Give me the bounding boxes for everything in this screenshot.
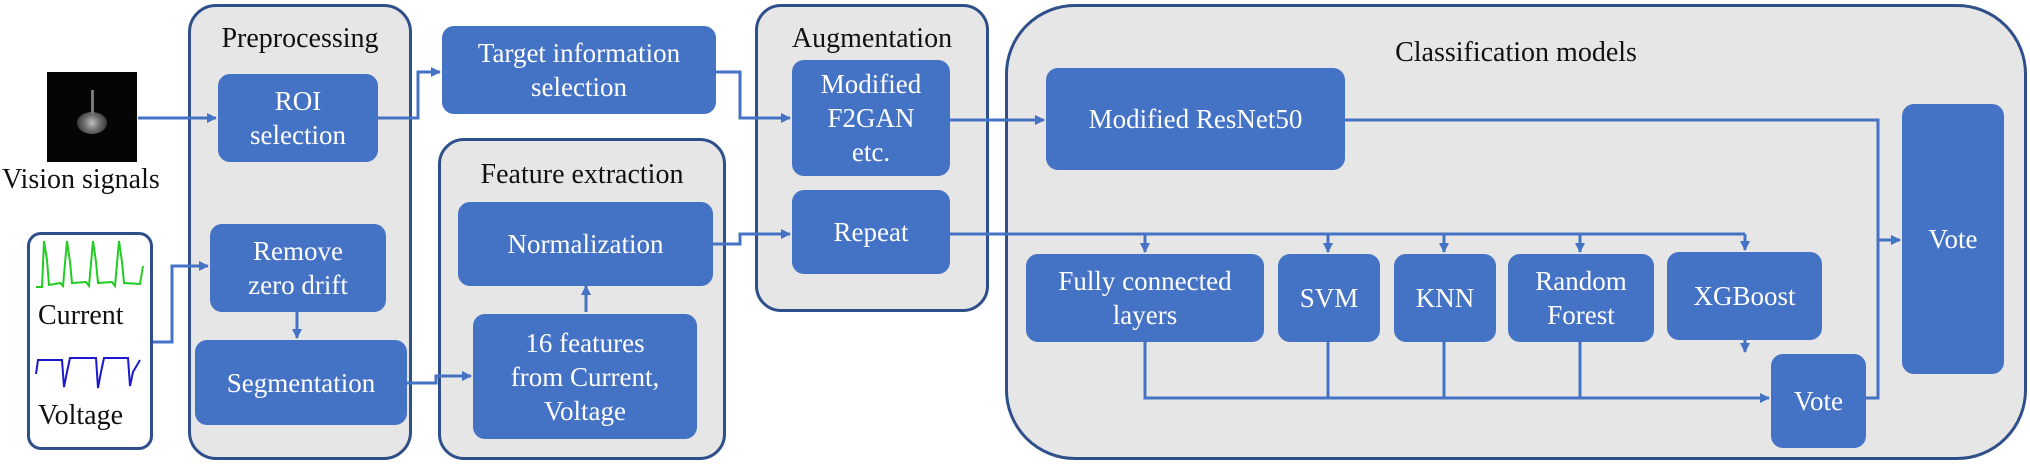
vision-signals-label: Vision signals — [2, 164, 160, 195]
modified-resnet50-box: Modified ResNet50 — [1046, 68, 1345, 170]
final-vote-box: Vote — [1902, 104, 2004, 374]
repeat-box: Repeat — [792, 190, 950, 274]
svm-box: SVM — [1278, 254, 1380, 342]
knn-box: KNN — [1394, 254, 1496, 342]
current-waveform — [36, 240, 144, 289]
voltage-waveform — [35, 357, 141, 389]
modified-f2gan-box: Modified F2GAN etc. — [792, 60, 950, 176]
voltage-label: Voltage — [38, 400, 124, 431]
preprocessing-title: Preprocessing — [221, 23, 379, 54]
xgboost-box: XGBoost — [1667, 252, 1822, 340]
random-forest-box: Random Forest — [1508, 254, 1654, 342]
feature-extraction-title: Feature extraction — [480, 159, 684, 190]
remove-zero-drift-box: Remove zero drift — [210, 224, 386, 312]
classification-title: Classification models — [1395, 37, 1637, 68]
target-information-selection-box: Target information selection — [442, 26, 716, 114]
vision-signal-image — [47, 72, 137, 162]
normalization-box: Normalization — [458, 202, 713, 286]
fully-connected-layers-box: Fully connected layers — [1026, 254, 1264, 342]
inner-vote-box: Vote — [1771, 354, 1866, 448]
sixteen-features-box: 16 features from Current, Voltage — [473, 314, 697, 439]
segmentation-box: Segmentation — [195, 340, 407, 425]
roi-selection-box: ROI selection — [218, 74, 378, 162]
current-label: Current — [38, 300, 124, 331]
augmentation-title: Augmentation — [791, 23, 953, 54]
